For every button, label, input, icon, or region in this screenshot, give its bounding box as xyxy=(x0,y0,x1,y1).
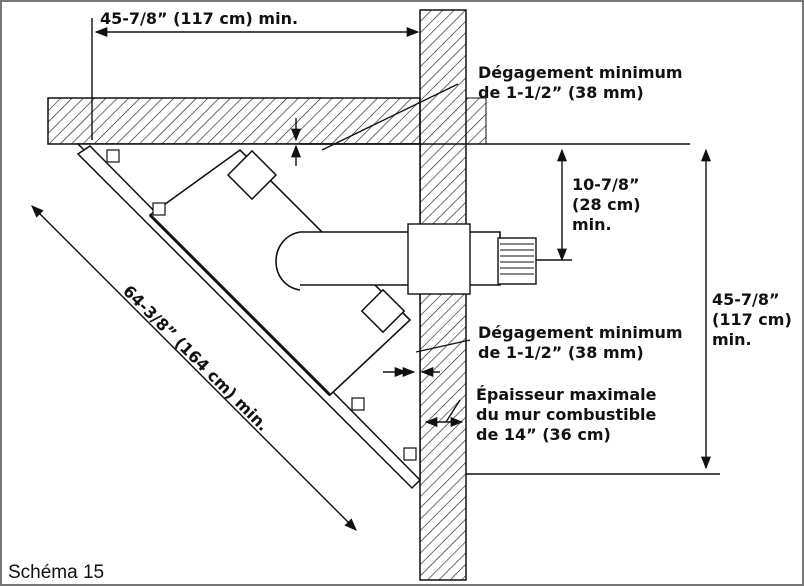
ceiling-clearance-label: Dégagement minimum xyxy=(478,63,683,82)
figure-caption: Schéma 15 xyxy=(8,562,104,583)
vent-height-label-3: min. xyxy=(572,215,612,234)
wall-clearance-label: Dégagement minimum xyxy=(478,323,683,342)
vent-pipe xyxy=(275,223,537,295)
ceiling-wall xyxy=(47,97,421,145)
fireplace-unit xyxy=(76,143,422,490)
right-height-label-3: min. xyxy=(712,330,752,349)
wall-thickness-label-3: de 14” (36 cm) xyxy=(476,425,611,444)
vent-height-label: 10-7/8” xyxy=(572,175,640,194)
wall-thickness-label: Épaisseur maximale xyxy=(476,385,657,404)
ceiling-clearance-label-2: de 1-1/2” (38 mm) xyxy=(478,83,644,102)
wall-thickness-label-2: du mur combustible xyxy=(476,405,657,424)
side-wall xyxy=(419,9,487,581)
right-height-label: 45-7/8” xyxy=(712,290,780,309)
vent-height-label-2: (28 cm) xyxy=(572,195,641,214)
right-height-label-2: (117 cm) xyxy=(712,310,792,329)
wall-clearance-label-2: de 1-1/2” (38 mm) xyxy=(478,343,644,362)
dimension-lines xyxy=(31,18,720,531)
top-width-label: 45-7/8” (117 cm) min. xyxy=(100,9,298,28)
